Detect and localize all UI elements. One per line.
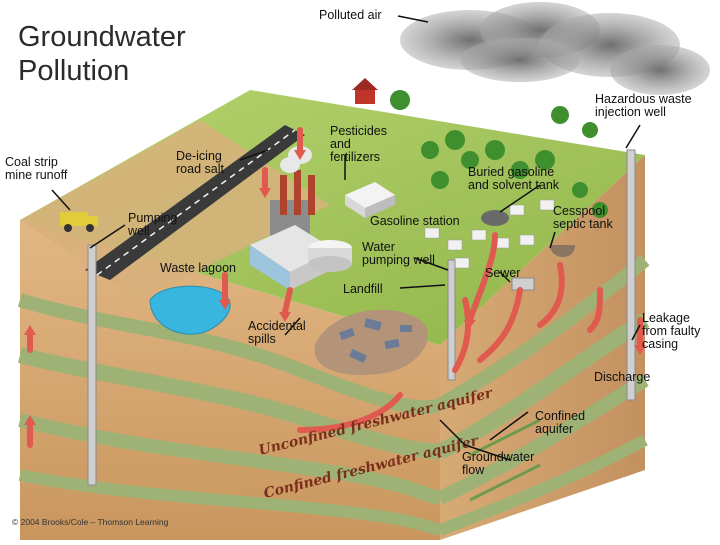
copyright-notice: © 2004 Brooks/Cole – Thomson Learning [12,517,168,527]
label-discharge: Discharge [594,371,650,384]
buried-tank [481,210,509,226]
storage-tank [308,240,352,272]
page-title: Groundwater Pollution [18,20,278,88]
label-gasoline-station: Gasoline station [370,215,460,228]
label-polluted-air: Polluted air [319,9,382,22]
label-sewer: Sewer [485,267,520,280]
label-landfill: Landfill [343,283,383,296]
label-accidental-spills: Accidental spills [248,320,306,346]
label-cesspool: Cesspool septic tank [553,205,613,231]
label-water-pumping-well: Water pumping well [362,241,435,267]
polluted-cloud [400,2,710,95]
label-deicing: De-icing road salt [176,150,224,176]
label-buried-gasoline: Buried gasoline and solvent tank [468,166,559,192]
label-groundwater-flow: Groundwater flow [462,451,534,477]
label-pumping-well: Pumping well [128,212,177,238]
label-pesticides: Pesticides and fertilizers [330,125,387,164]
label-hazardous-waste: Hazardous waste injection well [595,93,692,119]
label-coal-strip: Coal strip mine runoff [5,156,67,182]
barn [352,78,378,104]
label-leakage: Leakage from faulty casing [642,312,700,351]
label-waste-lagoon: Waste lagoon [160,262,236,275]
label-confined-aquifer: Confined aquifer [535,410,585,436]
